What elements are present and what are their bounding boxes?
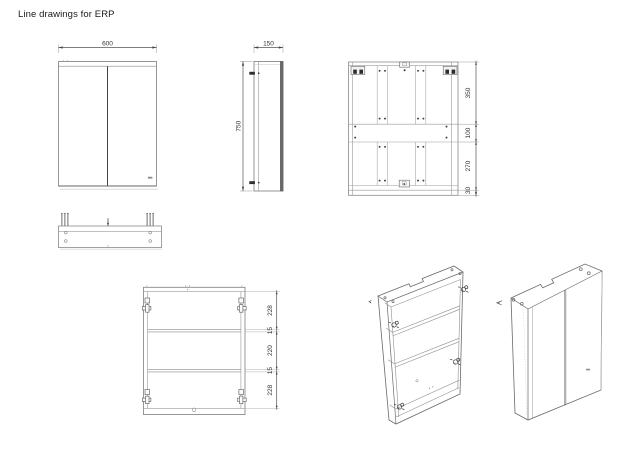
center-mark [106, 222, 110, 226]
mounting-stiles [376, 65, 427, 186]
dim-arrows [475, 62, 477, 196]
dim-label-int-15b: 15 [267, 367, 274, 375]
dim-label-int-228b: 228 [267, 384, 274, 395]
page-title: Line drawings for ERP [18, 9, 115, 20]
mirror-door-edge [280, 61, 284, 192]
dim-label-front-width: 600 [102, 41, 113, 48]
dim-label-back-100: 100 [465, 127, 472, 138]
wall-bracket-icon [495, 300, 503, 306]
hinge-icon [249, 181, 260, 185]
dim-label-side-width: 150 [263, 41, 274, 48]
dim-label-int-220: 220 [267, 345, 274, 356]
wall-bracket-icon [368, 300, 372, 304]
iso-closed-cabinet-drawing [495, 263, 603, 421]
interior-elevation-drawing: 228 15 220 15 228 [142, 285, 280, 415]
dim-label-int-15a: 15 [267, 327, 274, 335]
side-elevation-drawing: 150 750 [236, 41, 284, 192]
hinge-icon [249, 71, 260, 75]
front-elevation-drawing: 600 [58, 41, 158, 190]
top-plan-drawing [58, 213, 163, 250]
iso-open-cabinet-drawing [368, 265, 470, 425]
dim-label-int-228a: 228 [267, 305, 274, 316]
screw-dots [354, 69, 448, 182]
logo-mark [147, 176, 153, 179]
wall-bracket-icon [399, 61, 410, 72]
hinge-plate-icon [442, 66, 458, 75]
interior-shelves [384, 279, 461, 418]
screw-holes [383, 268, 462, 304]
dim-arrows [275, 291, 278, 409]
wall-bracket-icon [398, 179, 410, 188]
dim-label-back-350: 350 [465, 87, 472, 98]
dim-label-back-270: 270 [465, 160, 472, 171]
shelf-lines [147, 329, 241, 373]
hinge-pins [61, 213, 154, 226]
screw-holes [511, 267, 591, 306]
dim-label-back-30: 30 [465, 187, 472, 195]
fixing-holes [64, 230, 152, 243]
logo-mark [586, 368, 591, 371]
back-internal-drawing: 350 100 270 30 [348, 60, 479, 197]
hinge-plate-icon [350, 66, 366, 75]
dim-label-side-height: 750 [236, 120, 243, 131]
